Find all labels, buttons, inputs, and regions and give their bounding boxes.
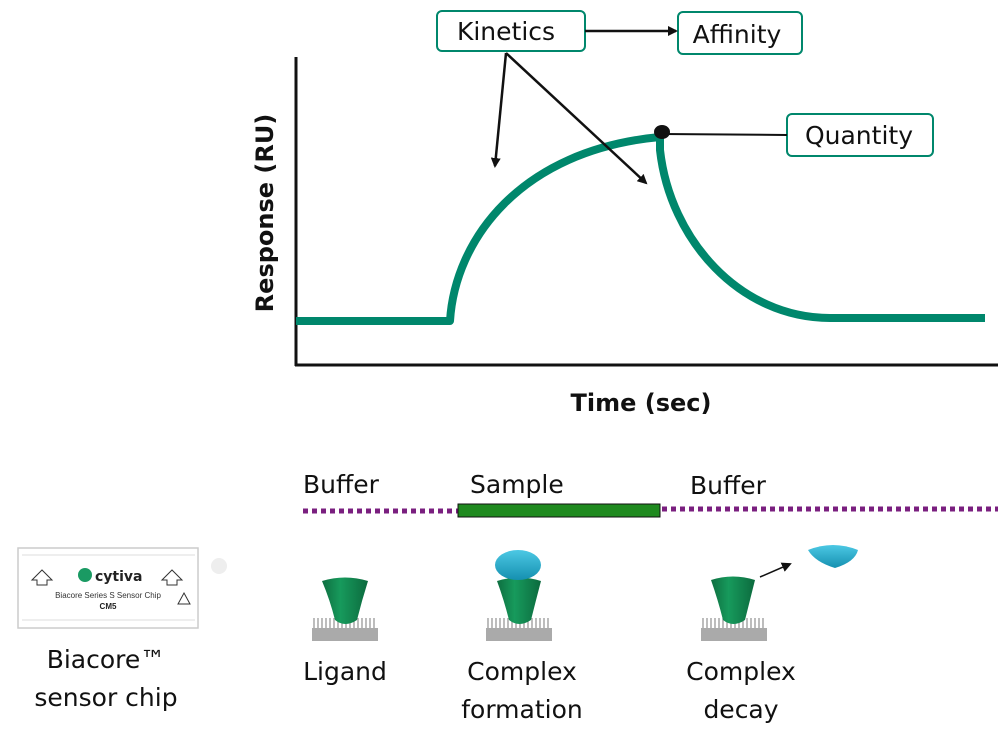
arrow-kinetics-dissociation	[505, 52, 648, 185]
svg-text:cytiva: cytiva	[95, 569, 143, 585]
label-ligand: Ligand	[303, 657, 387, 686]
label-complex-formation-2: formation	[461, 695, 583, 724]
sensorgram-curve	[296, 133, 985, 325]
recycle-icon	[177, 591, 191, 605]
ligand-illustration	[312, 577, 378, 641]
chip-caption-1: Biacore™	[47, 645, 166, 674]
arrow-up-icon	[160, 569, 184, 586]
label-complex-decay-1: Complex	[686, 657, 796, 686]
phase-buffer-1: Buffer	[303, 470, 380, 499]
phase-sample: Sample	[470, 470, 564, 499]
chip-caption-2: sensor chip	[34, 683, 177, 712]
complex-decay-illustration	[701, 545, 858, 641]
svg-text:Quantity: Quantity	[805, 121, 913, 150]
arrow-kinetics-association	[490, 52, 508, 168]
label-complex-decay-2: decay	[703, 695, 778, 724]
x-axis-label: Time (sec)	[571, 389, 712, 417]
arrow-up-icon	[30, 569, 54, 586]
svg-text:CM5: CM5	[100, 602, 117, 611]
kinetics-callout: Kinetics	[436, 10, 586, 52]
phase-buffer-2: Buffer	[690, 471, 767, 500]
label-complex-formation-1: Complex	[467, 657, 577, 686]
complex-formation-illustration	[486, 550, 552, 641]
sensor-chip: cytiva Biacore Series S Sensor Chip CM5	[17, 547, 227, 629]
quantity-connector	[661, 133, 788, 136]
svg-text:Biacore Series S Sensor Chip: Biacore Series S Sensor Chip	[55, 591, 161, 600]
cytiva-logo-icon	[78, 568, 92, 582]
affinity-callout: Affinity	[677, 11, 803, 55]
sample-bar	[457, 503, 661, 518]
y-axis-label: Response (RU)	[251, 114, 279, 313]
quantity-callout: Quantity	[786, 113, 934, 157]
steady-state-dot	[654, 125, 670, 139]
svg-text:Affinity: Affinity	[693, 20, 782, 49]
svg-text:Kinetics: Kinetics	[457, 17, 555, 46]
